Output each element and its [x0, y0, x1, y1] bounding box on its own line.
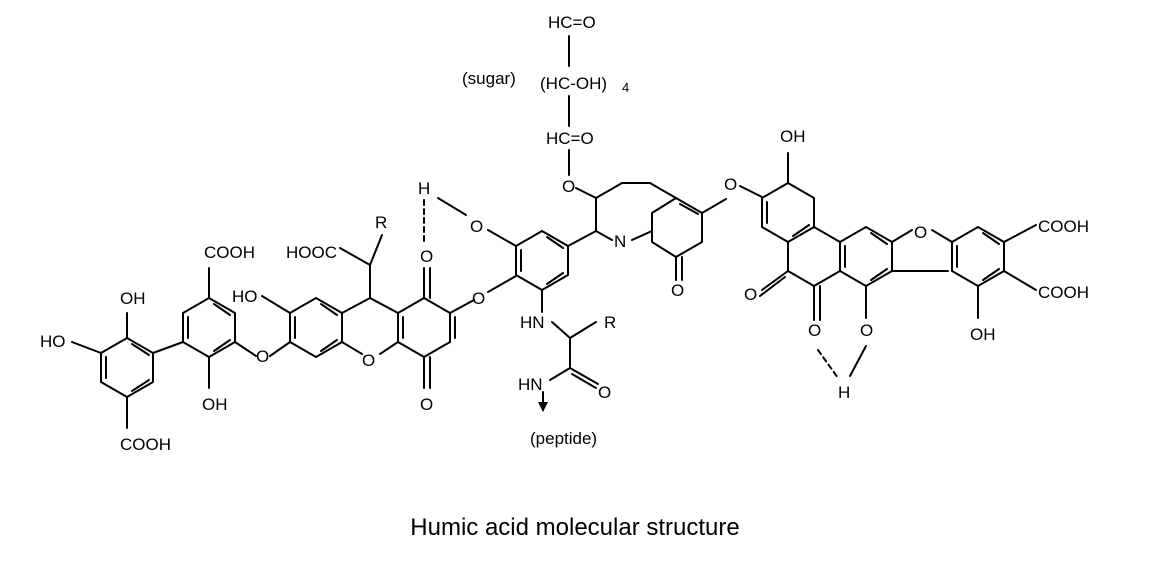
ring-c — [289, 297, 343, 358]
oxygen-ether-middle: O — [472, 289, 485, 308]
ring-f — [651, 197, 703, 258]
label-n-ring: N — [614, 232, 626, 251]
label-ho-left: HO — [40, 332, 66, 351]
ring-a — [100, 337, 154, 398]
ring-h — [839, 226, 893, 287]
atom-labels: HC=O (sugar) (HC-OH) 4 HC=O O HO OH COOH… — [40, 13, 1089, 454]
peptide-r-group: R — [604, 313, 616, 332]
oxygen-central-bottom: O — [860, 321, 873, 340]
peptide-amine-1: HN — [520, 313, 545, 332]
sugar-chain-subscript: 4 — [622, 80, 629, 95]
label-ho-ring: HO — [232, 287, 258, 306]
label-h-bottom: H — [838, 383, 850, 402]
oxygen-phenanthrene-left: O — [744, 285, 757, 304]
diagram-caption: Humic acid molecular structure — [410, 514, 740, 541]
humic-acid-structure-diagram: HC=O (sugar) (HC-OH) 4 HC=O O HO OH COOH… — [40, 13, 1089, 454]
ring-i — [951, 226, 1005, 287]
label-cooh-right-2: COOH — [1038, 283, 1089, 302]
oxygen-ether-right: O — [724, 175, 737, 194]
oxygen-quinone-top: O — [420, 247, 433, 266]
label-cooh-top-left: COOH — [204, 243, 255, 262]
peptide-amine-2: HN — [518, 375, 543, 394]
oxygen-quinolinone: O — [671, 281, 684, 300]
oxygen-sugar-link: O — [562, 177, 575, 196]
label-h-top: H — [418, 179, 430, 198]
oxygen-xanthene: O — [362, 351, 375, 370]
label-oh-bottom-right: OH — [970, 325, 996, 344]
ring-g — [761, 182, 815, 243]
label-oh-bottom-left: OH — [202, 395, 228, 414]
ring-d — [515, 230, 569, 291]
label-hooc: HOOC — [286, 243, 337, 262]
oxygen-hbond-top: O — [470, 217, 483, 236]
sugar-label: (sugar) — [462, 69, 516, 88]
label-oh-top-right: OH — [780, 127, 806, 146]
sugar-chain: (HC-OH) — [540, 74, 607, 93]
label-r-top: R — [375, 213, 387, 232]
sugar-aldehyde-top: HC=O — [548, 13, 596, 32]
oxygen-peptide-carbonyl: O — [598, 383, 611, 402]
label-cooh-right-1: COOH — [1038, 217, 1089, 236]
oxygen-phenanthrene-bottom: O — [808, 321, 821, 340]
oxygen-quinone-bottom: O — [420, 395, 433, 414]
bonds — [71, 35, 1037, 429]
label-cooh-bottom-left: COOH — [120, 435, 171, 454]
label-oh-top-left: OH — [120, 289, 146, 308]
sugar-aldehyde-bottom: HC=O — [546, 129, 594, 148]
ring-b — [182, 297, 236, 358]
oxygen-ether-left: O — [256, 347, 269, 366]
quinone-ring — [397, 297, 451, 358]
oxygen-furan: O — [914, 223, 927, 242]
peptide-label: (peptide) — [530, 429, 597, 448]
